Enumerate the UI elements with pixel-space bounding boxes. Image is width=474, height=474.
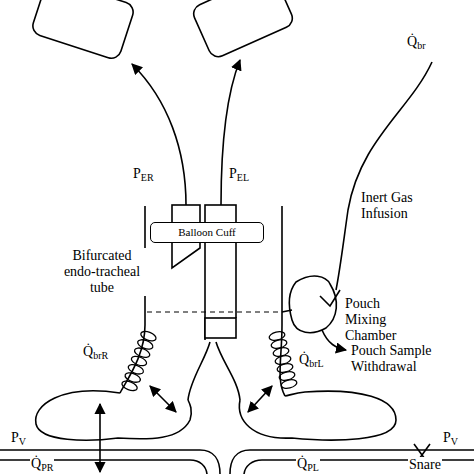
lumen: [205, 243, 236, 340]
coil-windings: [121, 330, 298, 393]
infusion-line: [336, 62, 432, 290]
balloon-cuff-box: Balloon Cuff: [150, 222, 264, 243]
pressure-symbol: PEL: [228, 166, 250, 184]
infusion-label: Inert Gas Infusion: [360, 190, 438, 222]
chamber-label: Pouch Mixing Chamber: [344, 296, 410, 344]
double-arrow: [248, 386, 272, 412]
tube-label: Bifurcated endo-tracheal tube: [58, 248, 146, 296]
vessel-wall: [230, 450, 474, 474]
vessel-wall: [0, 450, 220, 474]
pressure-symbol: PV: [10, 430, 27, 448]
withdrawal-label: Pouch Sample Withdrawal: [350, 343, 464, 375]
lumen: [172, 243, 200, 268]
cut-line: [147, 311, 280, 312]
flow-symbol: Q̇brR: [82, 344, 109, 362]
flow-symbol: Q̇br: [406, 34, 426, 52]
bronchus-wall: [216, 342, 240, 400]
lumen: [172, 205, 200, 223]
ventilator-box: [30, 0, 135, 61]
lung-lobe: [239, 391, 396, 440]
tube-wall: [120, 206, 145, 393]
flow-arrow: [132, 64, 186, 205]
bronchial-cuff: [205, 318, 236, 338]
lung-lobe: [36, 391, 192, 440]
lumen: [205, 205, 236, 223]
node-label: Balloon Cuff: [178, 226, 236, 238]
flow-symbol: Q̇PR: [30, 456, 54, 474]
pressure-symbol: PV: [442, 430, 459, 448]
double-arrow: [150, 386, 176, 412]
tube-wall: [280, 206, 285, 396]
snare-label: Snare: [408, 457, 442, 473]
pressure-symbol: PER: [132, 166, 155, 184]
ventilator-box: [191, 0, 296, 60]
bronchus-wall: [188, 342, 210, 400]
flow-symbol: Q̇brL: [298, 352, 325, 370]
flow-symbol: Q̇PL: [296, 456, 320, 474]
pouch-inlet: [320, 290, 340, 306]
double-arrow: [99, 404, 101, 472]
coil-winding: [121, 379, 139, 392]
coil-winding: [280, 378, 297, 390]
withdrawal-line: [322, 330, 346, 350]
